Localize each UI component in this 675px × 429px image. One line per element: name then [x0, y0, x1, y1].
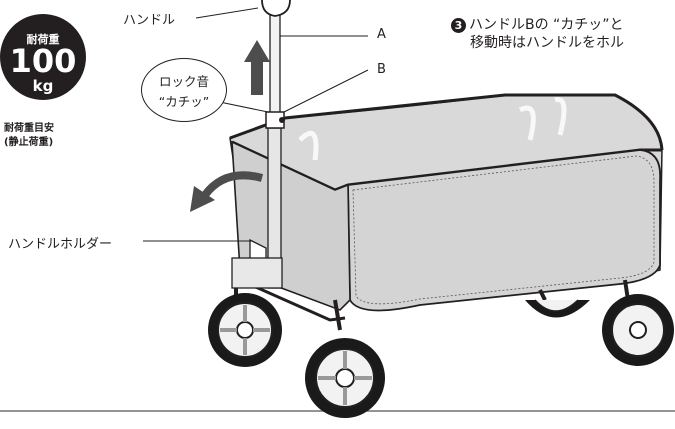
badge-caption-line2: (静止荷重) [4, 137, 54, 148]
label-b: B [377, 62, 386, 77]
rotate-arrow [201, 171, 264, 198]
lock-sound-bubble: ロック音 “カチッ” [141, 58, 227, 122]
label-a: A [377, 27, 386, 42]
handle-shaft [269, 0, 281, 121]
badge-unit: kg [32, 77, 54, 95]
label-handle-holder: ハンドルホルダー [8, 237, 113, 252]
wheel-back-middle [525, 299, 590, 318]
wagon-top-rim [229, 93, 664, 151]
wheel-front-left [208, 293, 282, 367]
badge-caption-line1: 耐荷重目安 [4, 123, 54, 134]
bubble-line1: ロック音 [158, 74, 209, 89]
load-capacity-badge: 耐荷重 100 kg [0, 14, 86, 100]
badge-title: 耐荷重 [26, 33, 60, 46]
wheel-front-right [305, 338, 385, 418]
step-number-badge: 3 [451, 18, 466, 33]
wagon-front-panel [347, 149, 662, 312]
up-arrow [244, 40, 270, 95]
label-handle: ハンドル [123, 13, 176, 28]
bubble-line2: “カチッ” [158, 94, 210, 109]
badge-caption: 耐荷重目安 (静止荷重) [4, 122, 54, 150]
instruction-line2: 移動時はハンドルをホル [470, 35, 624, 51]
instruction-line1-text: ハンドルBの “カチッ”と [469, 17, 624, 33]
badge-value: 100 [9, 42, 77, 80]
handle-grip [261, 0, 291, 17]
wheel-back-right [602, 294, 674, 366]
